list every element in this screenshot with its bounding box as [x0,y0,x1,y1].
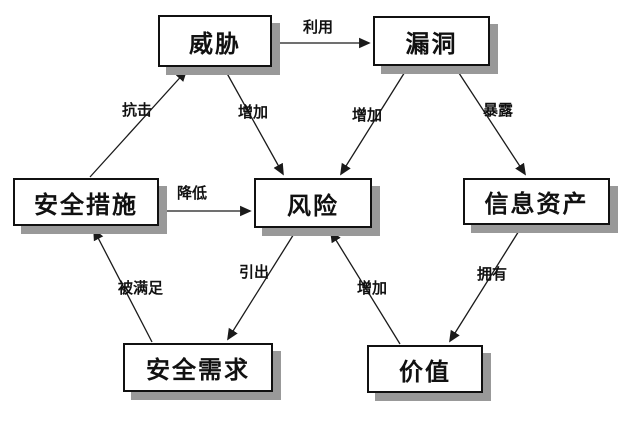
node-label-measures: 安全措施 [34,190,138,219]
node-label-assets: 信息资产 [484,190,589,218]
node-value: 价值 [367,345,483,393]
edge-vulnerability-increases-risk [340,66,409,176]
node-risk: 风险 [254,178,372,228]
edge-risk-leadsto-requirements [227,228,298,341]
edge-assets-have-value [449,225,523,343]
node-label-value: 价值 [399,357,451,386]
edge-label-value-increases-risk: 增加 [357,279,388,297]
node-requirements: 安全需求 [123,343,273,392]
edge-label-threat-increases-risk: 增加 [238,103,269,121]
node-label-threat: 威胁 [189,29,241,58]
edge-label-risk-leadsto-requirements: 引出 [239,263,270,281]
edge-label-requirements-satisfied-by-measures: 被满足 [118,279,164,297]
edge-label-vulnerability-increases-risk: 增加 [352,106,383,124]
edge-label-threat-exploits-vulnerability: 利用 [303,18,334,36]
edge-requirements-satisfied-by-measures [93,228,153,343]
edge-vulnerability-exposes-assets [454,66,526,176]
node-assets: 信息资产 [463,178,610,225]
node-measures: 安全措施 [13,178,159,226]
node-threat: 威胁 [158,15,272,67]
node-vulnerability: 漏洞 [373,16,490,66]
edge-label-measures-resist-threat: 抗击 [122,101,153,119]
node-label-risk: 风险 [287,191,339,220]
edge-value-increases-risk [330,230,401,345]
edge-measures-resist-threat [89,69,188,178]
edge-label-measures-reduce-risk: 降低 [177,184,208,202]
node-label-requirements: 安全需求 [146,356,250,384]
edge-label-assets-have-value: 拥有 [477,265,508,283]
node-label-vulnerability: 漏洞 [405,29,458,58]
edge-threat-increases-risk [223,67,284,176]
edge-label-vulnerability-exposes-assets: 暴露 [483,101,514,119]
